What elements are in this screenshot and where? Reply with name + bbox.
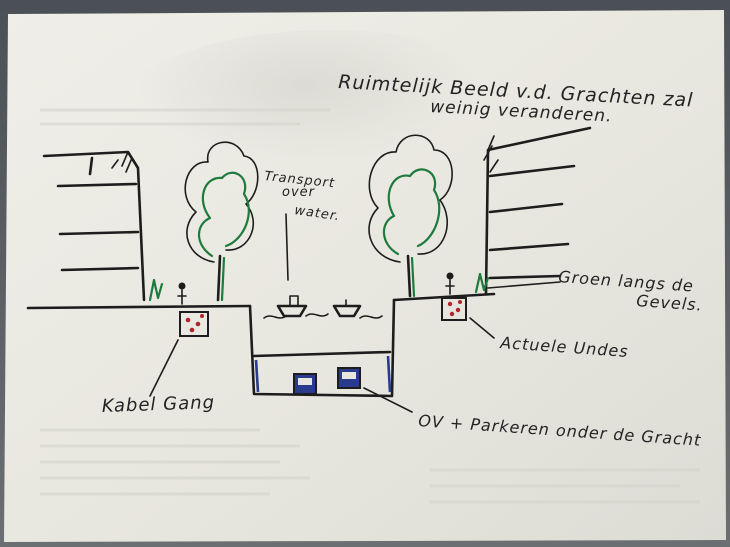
facade-green-icon — [148, 272, 490, 302]
pedestrian-left-icon — [177, 282, 187, 305]
transport-label-3: water. — [293, 203, 341, 224]
cable-gang-box — [179, 311, 209, 337]
cable-gang-label: Kabel Gang — [101, 392, 215, 417]
right-tree-icon — [368, 134, 453, 298]
transport-label-1: Transport — [264, 169, 336, 191]
paper-shadow — [90, 30, 570, 250]
transport-label-2: over — [282, 185, 316, 200]
parking-car-icon — [337, 367, 361, 389]
show-through-text — [40, 108, 700, 504]
left-building — [42, 150, 146, 302]
right-building — [483, 126, 592, 296]
left-tree-icon — [184, 141, 259, 302]
boat-right-icon — [332, 299, 362, 318]
boat-left-icon — [276, 295, 308, 318]
leader-lines — [149, 213, 561, 413]
pedestrian-right-icon — [445, 272, 455, 295]
canal-section — [26, 292, 496, 398]
metro-car-icon — [293, 373, 317, 395]
green-facade-label-2: Gevels. — [636, 291, 704, 315]
roots-box — [441, 297, 467, 321]
